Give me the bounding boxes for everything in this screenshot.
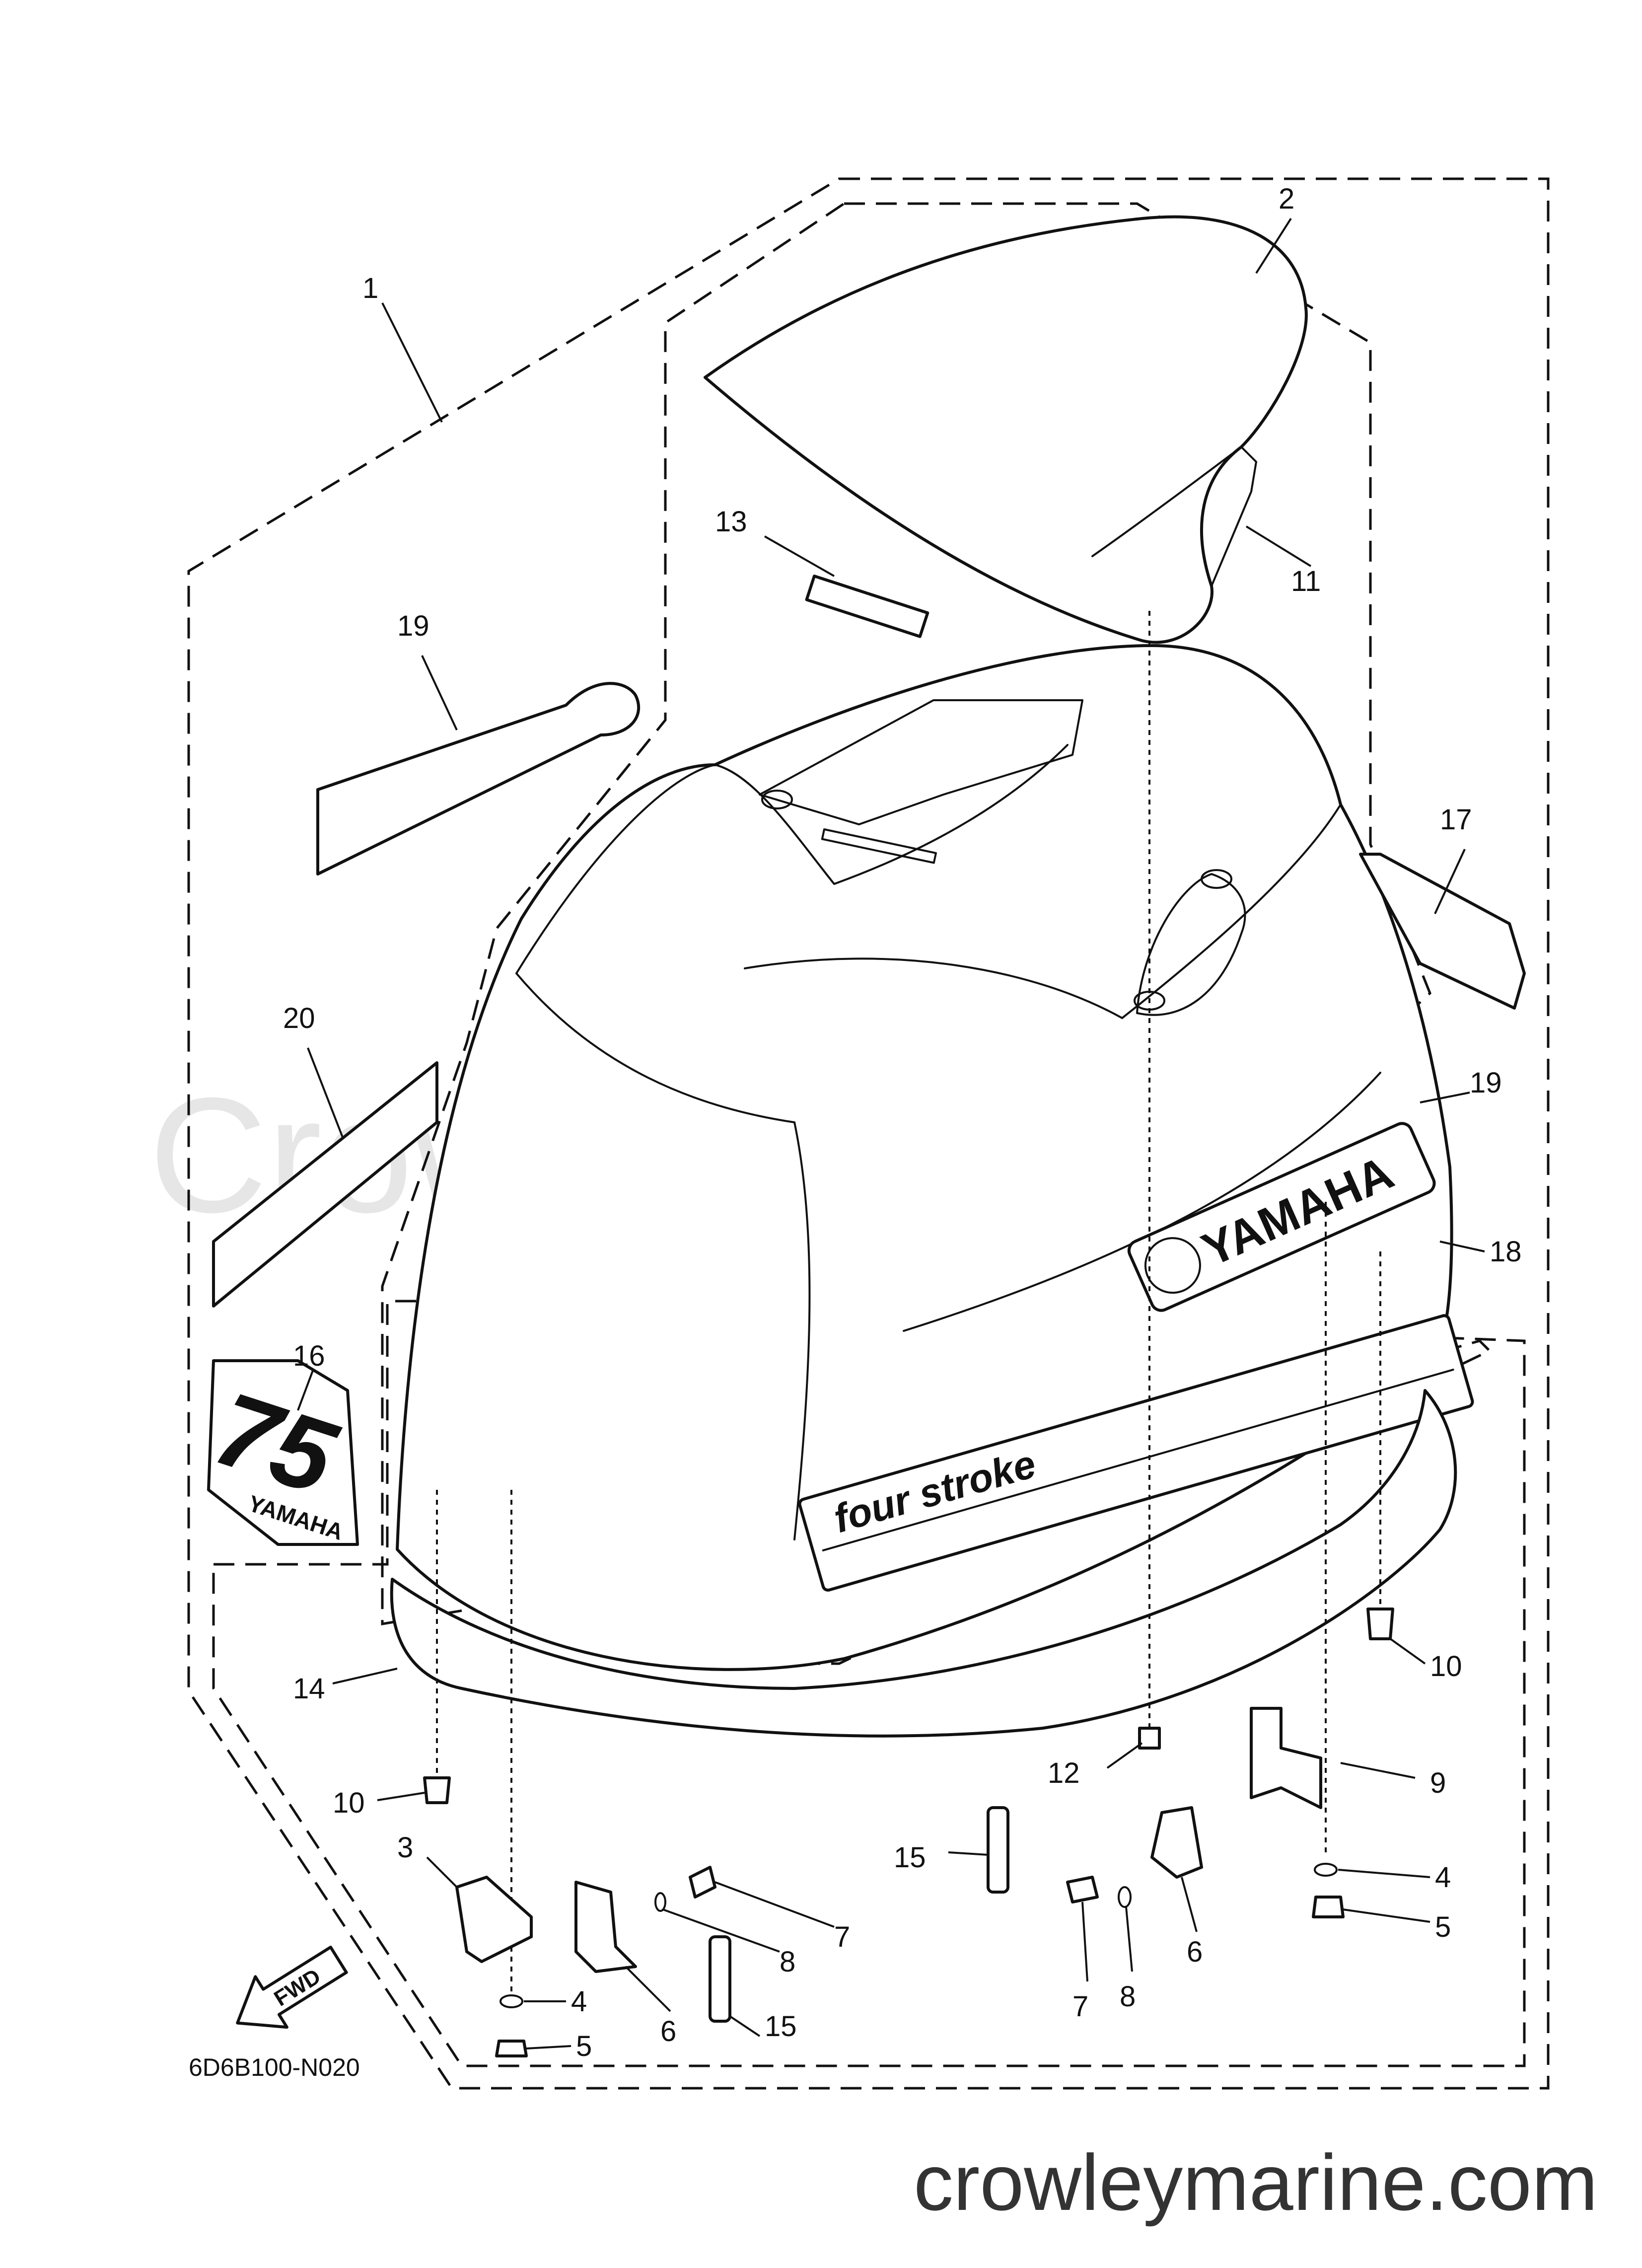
bracket-6-left: [574, 1881, 637, 1973]
cowling-crease-4: [1121, 804, 1342, 1019]
callout-14: 14: [293, 1673, 325, 1705]
callout-13: 13: [715, 506, 747, 538]
callout-19-right: 19: [1470, 1067, 1502, 1099]
callout-labels: 1 2 11 13 19 17 20 19 18 16 10 14 10 12 …: [283, 183, 1522, 2062]
assembly-outline-lower: [212, 1300, 1526, 2067]
nut-5-right: [1312, 1896, 1345, 1918]
badge-16: 75 YAMAHA: [202, 1359, 359, 1546]
callout-9: 9: [1430, 1767, 1446, 1799]
nut-5-left: [495, 2040, 528, 2057]
nut-12: [1138, 1727, 1161, 1750]
assembly-outline-1: [187, 177, 1550, 2090]
callout-4-right: 4: [1435, 1861, 1451, 1894]
callout-18: 18: [1490, 1236, 1522, 1268]
bolt-7-right: [1066, 1876, 1099, 1903]
bottom-seal-ring: [390, 1389, 1457, 1738]
top-cover-lid: [704, 215, 1308, 644]
cowling-top-recess: [759, 699, 1083, 825]
callout-19-left: 19: [397, 610, 429, 642]
callout-6-right: 6: [1187, 1936, 1203, 1968]
fwd-arrow: FWD: [236, 1945, 348, 2029]
callout-6-left: 6: [660, 2015, 676, 2048]
callout-17: 17: [1440, 804, 1472, 836]
callout-7-left: 7: [834, 1921, 850, 1953]
cowling-crease-3: [744, 957, 1123, 1019]
seal-strip: [821, 828, 937, 864]
callout-3: 3: [397, 1831, 413, 1864]
callout-11: 11: [1291, 565, 1321, 597]
clip-15-left: [709, 1935, 731, 2023]
callout-15-left: 15: [765, 2010, 797, 2043]
callout-12: 12: [1048, 1757, 1080, 1789]
washer-8-right: [1118, 1886, 1132, 1908]
decal-20-left: [212, 1061, 438, 1308]
callout-10-right: 10: [1430, 1650, 1462, 1683]
decal-19-left: [316, 682, 641, 876]
bracket-6-right: [1150, 1806, 1203, 1879]
callout-16: 16: [293, 1340, 325, 1372]
callout-8-right: 8: [1120, 1980, 1136, 2013]
website-url: crowleymarine.com: [914, 2138, 1598, 2227]
cowling-inner-edge: [515, 744, 1069, 974]
callout-8-left: 8: [780, 1946, 795, 1978]
callout-4-left: 4: [571, 1985, 587, 2018]
callout-15-right: 15: [894, 1841, 926, 1874]
callout-1: 1: [362, 272, 378, 304]
leader-lines: [297, 218, 1485, 2049]
washer-4-right: [1314, 1863, 1338, 1877]
callout-5-right: 5: [1435, 1911, 1451, 1943]
callout-20: 20: [283, 1002, 315, 1034]
clip-15-right: [987, 1806, 1009, 1894]
lid-edge: [1091, 446, 1242, 557]
part-13-clip: [805, 575, 929, 638]
washer-4-left: [500, 1994, 523, 2008]
four-stroke-decal: four stroke: [798, 1314, 1474, 1592]
grommet-10-right: [1366, 1608, 1394, 1640]
bracket-3: [455, 1876, 533, 1963]
cowling-side-vent: [1136, 873, 1246, 1016]
diagram-code: 6D6B100-N020: [189, 2053, 360, 2081]
cowling-crease-1: [515, 972, 795, 1123]
washer-8-left: [654, 1892, 666, 1912]
lid-side: [1211, 446, 1257, 587]
grommet-top-left: [761, 790, 793, 809]
grommet-top-right: [1201, 869, 1232, 889]
callout-5-left: 5: [576, 2030, 592, 2062]
callout-2: 2: [1279, 183, 1294, 215]
bracket-9: [1250, 1707, 1322, 1809]
bolt-7-left: [689, 1866, 716, 1899]
decal-17-right: [1359, 853, 1526, 1010]
callout-7-right: 7: [1072, 1990, 1088, 2023]
callout-10-left: 10: [333, 1787, 365, 1819]
grommet-10-left: [423, 1776, 451, 1804]
cowling-crease-2: [793, 1121, 811, 1540]
